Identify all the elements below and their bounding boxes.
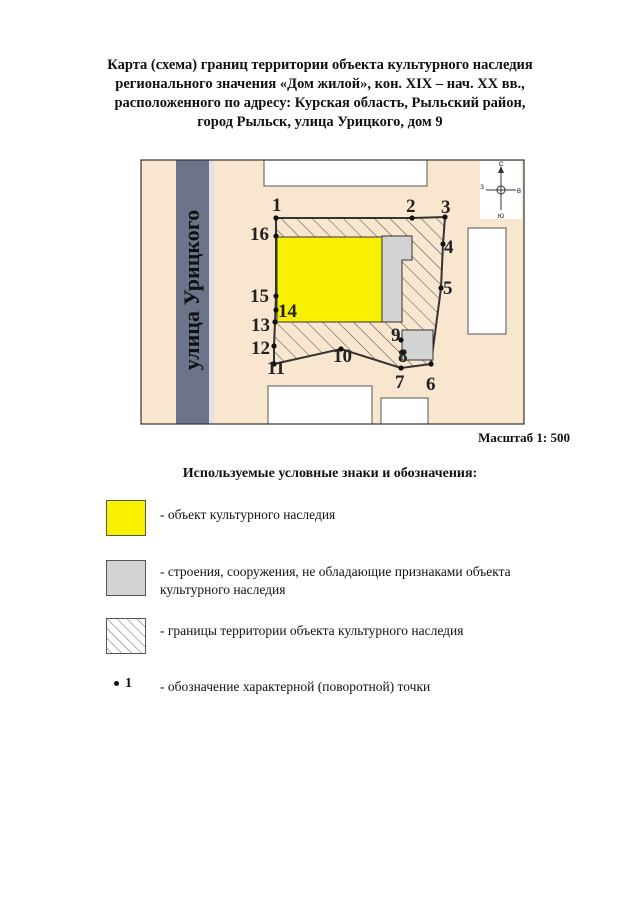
compass-north: С xyxy=(499,162,504,168)
neighbour-building xyxy=(467,227,507,335)
street xyxy=(176,160,209,424)
turning-point-10 xyxy=(338,346,344,352)
turning-point-label: 11 xyxy=(267,358,285,379)
map-frame xyxy=(140,159,525,425)
compass-west: З xyxy=(480,185,484,191)
legend-item-text: - строения, сооружения, не обладающие пр… xyxy=(160,564,511,597)
turning-point-label: 9 xyxy=(391,325,401,346)
document-title: Карта (схема) границ территории объекта … xyxy=(80,56,560,132)
turning-point-label: 3 xyxy=(441,197,451,218)
turning-point-3 xyxy=(442,214,448,220)
turning-point-11 xyxy=(271,361,277,367)
neighbour-building xyxy=(267,385,373,424)
turning-point-4 xyxy=(440,241,446,247)
turning-point-12 xyxy=(271,343,277,349)
turning-point-label: 16 xyxy=(250,224,269,245)
turning-point-label: 8 xyxy=(398,346,408,367)
legend-title: Используемые условные знаки и обозначени… xyxy=(182,466,478,481)
turning-point-2 xyxy=(409,215,415,221)
legend-item-text: - объект культурного наследия xyxy=(160,507,336,522)
compass-south: Ю xyxy=(498,214,504,220)
legend-boundary-swatch xyxy=(106,618,146,654)
legend-building-swatch xyxy=(106,560,146,596)
turning-point-8 xyxy=(401,349,407,355)
compass-east: В xyxy=(517,189,521,195)
turning-point-label: 15 xyxy=(250,286,269,307)
legend-point-symbol: 1 xyxy=(114,676,132,692)
compass-rose: С Ю З В xyxy=(480,161,522,220)
turning-point-label: 14 xyxy=(278,301,298,322)
turning-point-7 xyxy=(398,365,404,371)
turning-point-9 xyxy=(398,337,404,343)
title-line: расположенного по адресу: Курская област… xyxy=(114,95,526,111)
turning-point-label: 10 xyxy=(333,346,352,367)
turning-point-label: 4 xyxy=(444,237,454,258)
legend-heritage-swatch xyxy=(106,500,146,536)
turning-point-label: 13 xyxy=(251,315,270,336)
legend-item-text: - границы территории объекта культурного… xyxy=(160,623,464,638)
turning-point-1 xyxy=(273,215,279,221)
street-label: улица Урицкого xyxy=(179,210,204,370)
map-scale: Масштаб 1: 500 xyxy=(478,430,570,445)
turning-point-label: 5 xyxy=(443,278,453,299)
auxiliary-building xyxy=(401,329,434,361)
legend-point-number: 1 xyxy=(125,676,132,691)
turning-point-label: 2 xyxy=(406,196,416,217)
turning-point-label: 7 xyxy=(395,372,405,393)
turning-point-label: 12 xyxy=(251,338,270,359)
neighbour-building xyxy=(380,397,429,424)
turning-point-16 xyxy=(273,233,279,239)
turning-point-5 xyxy=(438,285,444,291)
neighbour-building xyxy=(263,160,428,187)
turning-point-label: 6 xyxy=(426,374,436,395)
turning-point-label: 1 xyxy=(272,195,282,216)
turning-point-6 xyxy=(428,361,434,367)
title-line: регионального значения «Дом жилой», кон.… xyxy=(115,76,525,92)
turning-point-15 xyxy=(273,293,279,299)
turning-point-13 xyxy=(272,319,278,325)
title-line: город Рыльск, улица Урицкого, дом 9 xyxy=(197,114,443,130)
title-line: Карта (схема) границ территории объекта … xyxy=(107,57,533,73)
legend-item-text: - обозначение характерной (поворотной) т… xyxy=(160,679,431,694)
point-dot-icon xyxy=(114,681,119,687)
turning-point-14 xyxy=(273,307,279,313)
street-edge xyxy=(209,160,214,424)
auxiliary-building xyxy=(381,235,413,323)
heritage-object xyxy=(276,236,383,323)
